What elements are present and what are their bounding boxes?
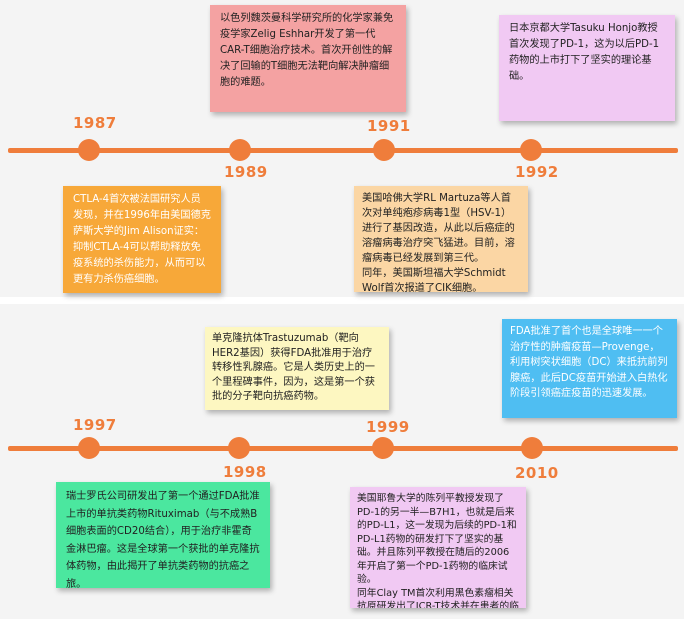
timeline-dot-1989: [229, 139, 251, 161]
timeline-dot-1991: [373, 139, 395, 161]
note-1989: 以色列魏茨曼科学研究所的化学家兼免疫学家Zelig Eshhar开发了第一代CA…: [210, 5, 406, 112]
timeline-panel-bottom: 1997 1998 1999 2010 单克隆抗体Trastuzumab（靶向H…: [0, 304, 684, 619]
note-1992: 日本京都大学Tasuku Honjo教授首次发现了PD-1，这为以后PD-1药物…: [499, 15, 675, 121]
year-label-2010: 2010: [515, 464, 559, 482]
year-label-1989: 1989: [224, 163, 268, 181]
note-1999: 美国耶鲁大学的陈列平教授发现了PD-1的另一半—B7H1，也就是后来的PD-L1…: [350, 487, 526, 608]
note-1998: 单克隆抗体Trastuzumab（靶向HER2基因）获得FDA批准用于治疗转移性…: [205, 327, 389, 410]
timeline-line: [8, 148, 678, 153]
timeline-panel-top: 1987 1989 1991 1992 以色列魏茨曼科学研究所的化学家兼免疫学家…: [0, 0, 684, 297]
note-1997: 瑞士罗氏公司研发出了第一个通过FDA批准上市的单抗类药物Rituximab（与不…: [56, 482, 270, 588]
timeline-dot-2010: [521, 437, 543, 459]
note-2010: FDA批准了首个也是全球唯一一个治疗性的肿瘤疫苗—Provenge，利用树突状细…: [502, 319, 677, 418]
timeline-dot-1992: [520, 139, 542, 161]
year-label-1987: 1987: [73, 114, 117, 132]
year-label-1992: 1992: [515, 163, 559, 181]
year-label-1997: 1997: [73, 416, 117, 434]
timeline-dot-1998: [228, 437, 250, 459]
year-label-1998: 1998: [223, 463, 267, 481]
timeline-line: [8, 446, 678, 451]
timeline-dot-1999: [372, 437, 394, 459]
year-label-1999: 1999: [366, 418, 410, 436]
year-label-1991: 1991: [367, 117, 411, 135]
timeline-dot-1987: [78, 139, 100, 161]
timeline-dot-1997: [78, 437, 100, 459]
note-1987: CTLA-4首次被法国研究人员发现，并在1996年由美国德克萨斯大学的Jim A…: [63, 186, 221, 293]
note-1991: 美国哈佛大学RL Martuza等人首次对单纯疱疹病毒1型（HSV-1）进行了基…: [354, 186, 528, 292]
